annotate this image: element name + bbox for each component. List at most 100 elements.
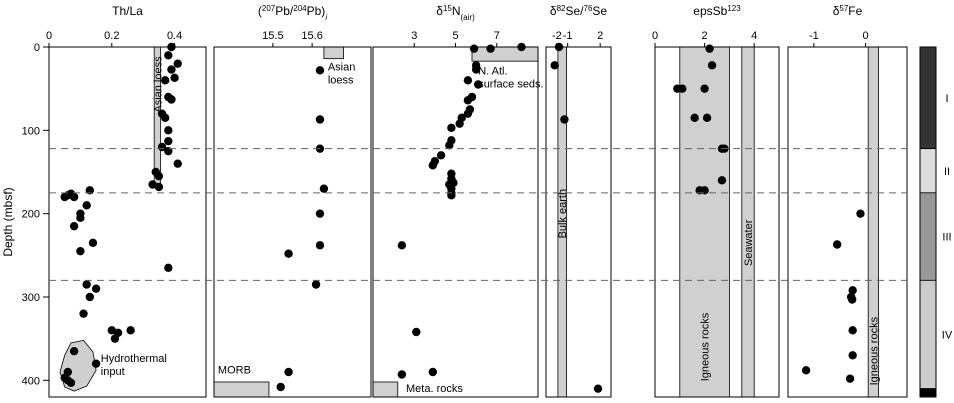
data-point xyxy=(170,73,179,83)
data-point xyxy=(110,334,120,343)
y-tick-label: 200 xyxy=(22,209,40,221)
reference-field xyxy=(372,381,399,398)
data-point xyxy=(397,241,407,250)
unit-label: IV xyxy=(942,330,953,342)
data-point xyxy=(76,246,85,256)
data-point xyxy=(82,201,91,210)
x-tick-label: 2 xyxy=(597,30,603,42)
field-label: N. Atl.surface seds. xyxy=(478,66,543,91)
x-tick-label: 0 xyxy=(652,30,658,42)
data-point xyxy=(678,84,687,93)
data-point xyxy=(428,367,438,377)
unit-label: III xyxy=(942,232,951,244)
field-label: Igneous rocks xyxy=(700,312,712,381)
unit-block xyxy=(919,192,937,281)
x-tick-label: 0 xyxy=(46,30,52,42)
data-point xyxy=(447,123,456,133)
field-label: Seawater xyxy=(743,219,755,266)
data-point xyxy=(471,65,481,74)
field-label-line: Asian xyxy=(328,61,356,73)
y-axis-label: Depth (mbsf) xyxy=(1,187,15,256)
reference-field xyxy=(323,46,344,60)
data-point xyxy=(700,84,709,93)
field-label: Bulk earth xyxy=(557,189,569,239)
data-point xyxy=(702,113,712,123)
x-tick-label: -2 xyxy=(552,30,562,42)
unit-block xyxy=(919,148,937,194)
data-point xyxy=(173,159,182,168)
data-point xyxy=(848,286,857,295)
y-tick-label: 0 xyxy=(34,42,40,54)
data-point xyxy=(167,95,176,104)
data-point xyxy=(164,126,173,135)
x-tick-label: -1 xyxy=(809,30,819,42)
data-point xyxy=(517,42,526,52)
x-tick-label: 0 xyxy=(863,30,869,42)
x-tick-label: 0.4 xyxy=(167,30,182,42)
data-point xyxy=(397,370,407,379)
data-point xyxy=(801,366,811,375)
data-point xyxy=(160,76,170,85)
data-point xyxy=(276,382,285,392)
data-point xyxy=(76,213,85,223)
y-tick-label: 100 xyxy=(22,125,40,137)
data-point xyxy=(315,241,325,250)
data-point xyxy=(60,192,69,202)
data-point xyxy=(455,119,464,128)
data-point xyxy=(69,346,79,356)
data-point xyxy=(173,59,182,68)
x-tick-label: 15.5 xyxy=(262,30,283,42)
field-label: Igneous rocks xyxy=(868,316,880,385)
panel-frame xyxy=(48,46,207,398)
blob-label-line: Hydrothermal xyxy=(101,353,167,365)
data-point xyxy=(707,61,717,70)
data-point xyxy=(463,96,473,105)
data-point xyxy=(164,51,173,60)
unit-column-frame xyxy=(919,46,937,398)
field-label: Meta. rocks xyxy=(406,383,463,395)
x-tick-label: 4 xyxy=(751,30,757,42)
data-point xyxy=(82,280,91,289)
panel-frame xyxy=(372,46,539,398)
panel-title: (207Pb/204Pb)i xyxy=(258,4,327,22)
panel-frame xyxy=(787,46,908,398)
data-point xyxy=(311,280,321,289)
unit-block xyxy=(919,46,937,150)
data-point xyxy=(690,113,699,123)
reference-field xyxy=(471,46,539,62)
data-point xyxy=(554,42,564,52)
data-point xyxy=(154,182,164,192)
data-point xyxy=(69,192,79,202)
data-point xyxy=(85,292,95,302)
data-point xyxy=(284,249,293,258)
panel-title: δ82Se/76Se xyxy=(550,4,608,19)
x-tick-label: 0.2 xyxy=(104,30,119,42)
field-label: MORB xyxy=(218,365,251,377)
unit-label: I xyxy=(945,93,948,105)
blob-label-line: input xyxy=(101,366,125,378)
data-point xyxy=(88,238,98,248)
y-tick-label: 400 xyxy=(22,375,40,387)
data-point xyxy=(66,378,76,388)
panel-frame xyxy=(545,46,612,398)
data-point xyxy=(705,44,714,53)
data-point xyxy=(284,367,293,377)
unit-block xyxy=(919,388,937,398)
data-point xyxy=(436,151,446,160)
field-label-line: N. Atl. xyxy=(478,66,507,78)
data-point xyxy=(69,221,79,231)
data-point xyxy=(848,326,857,335)
data-point xyxy=(315,115,325,124)
data-point xyxy=(445,141,454,150)
unit-label: II xyxy=(944,166,950,178)
x-tick-label: -1 xyxy=(563,30,573,42)
reference-field xyxy=(679,46,730,398)
panel-title: Th/La xyxy=(112,4,143,18)
data-point xyxy=(463,76,473,85)
panel-3: δ15N(air)N. Atl.surface seds.Meta. rocks… xyxy=(372,4,544,398)
